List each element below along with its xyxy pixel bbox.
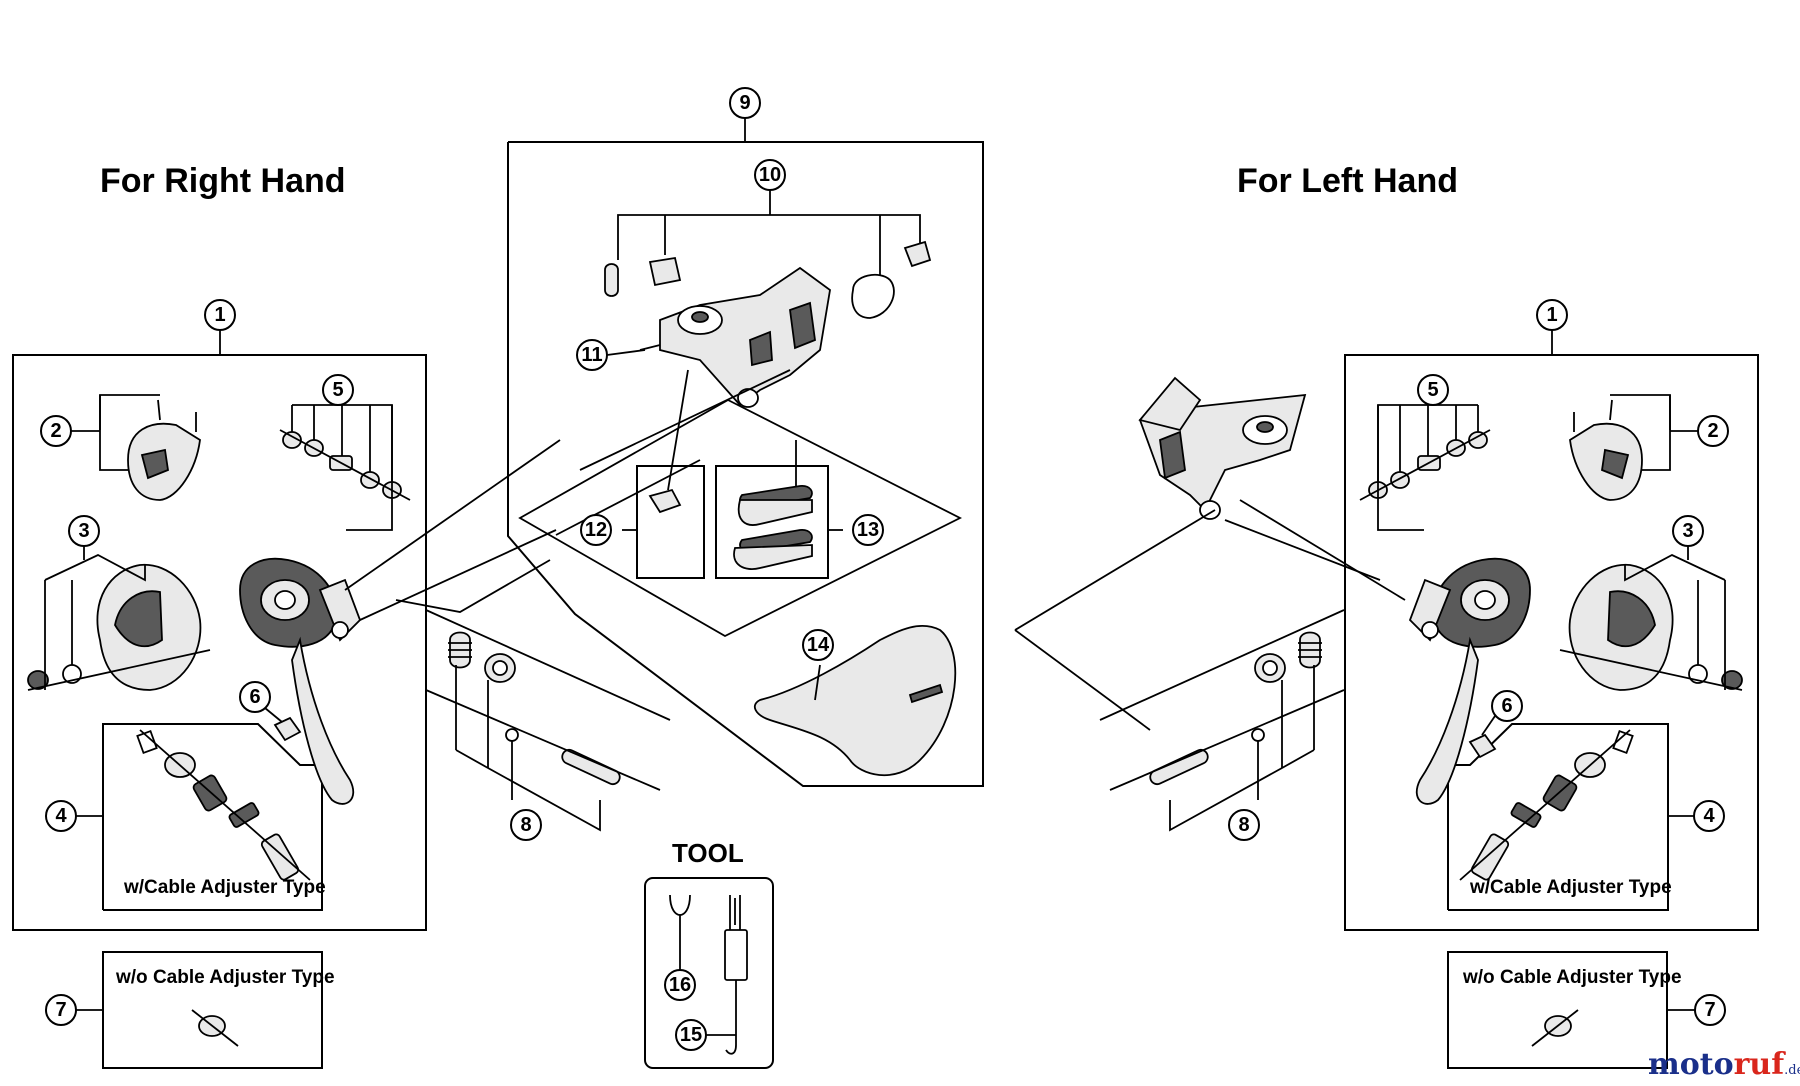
tool-group [644,877,774,1069]
callout-r6: 6 [239,681,283,723]
svg-text:7: 7 [1704,999,1715,1021]
svg-text:13: 13 [857,519,879,541]
spring-pin-parts-left [1099,609,1345,832]
right-hand-assembly-box [12,354,427,931]
spring-pin-parts-right [425,609,671,832]
svg-text:1: 1 [214,304,225,326]
pivot-hardware-left [1359,404,1491,531]
watermark-logo: motoruf.de [1648,1047,1800,1082]
callout-r5: 5 [322,374,354,406]
callout-c14: 14 [802,629,834,661]
lever-pads [733,440,813,570]
svg-text:6: 6 [1501,695,1512,717]
callout-l6: 6 [1481,690,1523,736]
svg-text:1: 1 [1546,304,1557,326]
svg-text:5: 5 [1427,379,1438,401]
svg-text:6: 6 [249,686,260,708]
callout-r4: 4 [45,800,103,832]
bracket-cover-left [1569,394,1671,501]
svg-text:8: 8 [520,814,531,836]
callout-l4: 4 [1668,800,1725,832]
callout-c9: 9 [729,87,761,119]
watermark-suffix: .de [1784,1063,1800,1078]
lever-bracket-left [1014,376,1406,731]
callout-c13: 13 [852,514,884,546]
callout-l7: 7 [1668,994,1726,1026]
lever-body-right [27,553,211,691]
svg-text:5: 5 [332,379,343,401]
no-adjuster-label-right: w/o Cable Adjuster Type [115,967,335,988]
lever-bracket [604,240,932,408]
barrel-cap-right [191,1009,239,1047]
callout-c16: 16 [664,955,696,1001]
callout-l8: 8 [1228,809,1260,841]
callout-l1: 1 [1536,299,1568,331]
left-hand-title: For Left Hand [1237,162,1458,200]
callout-r8: 8 [510,809,542,841]
svg-text:9: 9 [739,92,750,114]
spring-hook-tool [705,895,748,1055]
left-hand-assembly: w/Cable Adjuster Type w/o Cable Adjuster… [1014,330,1759,1069]
no-adjuster-box-left [1447,951,1668,1069]
cable-adjuster-box-right [102,723,323,911]
svg-text:10: 10 [759,164,781,186]
watermark-part-b: ruf [1734,1047,1787,1082]
svg-text:2: 2 [50,420,61,442]
callouts: 1 2 3 4 5 6 7 8 9 10 11 12 13 14 15 16 1… [40,87,1729,1051]
barrel-cap-left [1531,1009,1579,1047]
callout-l2: 2 [1670,415,1729,447]
bracket-plane [518,398,962,638]
cable-adjuster-label-left: w/Cable Adjuster Type [1469,877,1672,898]
callout-r1: 1 [204,299,236,331]
svg-text:8: 8 [1238,814,1249,836]
callout-c10: 10 [754,159,786,191]
callout-c12: 12 [580,514,612,546]
lever-body-left [1559,553,1743,691]
bracket-box [507,141,984,787]
tool-box [644,877,774,1069]
svg-text:4: 4 [1703,805,1715,827]
shift-mechanism-left [1408,557,1531,805]
callout-r2: 2 [40,415,100,447]
callout-c11: 11 [576,339,646,371]
no-adjuster-label-left: w/o Cable Adjuster Type [1462,967,1682,988]
callout-l3: 3 [1672,515,1704,560]
fork-tool [669,894,691,955]
callout-c15: 15 [675,1019,707,1051]
watermark-part-a: moto [1648,1047,1734,1082]
svg-text:3: 3 [1682,520,1693,542]
right-hand-title: For Right Hand [100,162,346,200]
cable-adjuster-parts-right [136,729,311,881]
svg-text:12: 12 [585,519,607,541]
bracket-hood [753,625,957,777]
svg-text:3: 3 [78,520,89,542]
small-block-right [273,716,302,742]
svg-text:4: 4 [55,805,67,827]
svg-text:11: 11 [581,344,602,366]
shift-mechanism-right [239,557,362,805]
left-hand-assembly-box [1344,354,1759,931]
bracket-cover-right [99,394,201,501]
tool-title: TOOL [672,838,744,868]
clamp-nut [648,488,682,514]
svg-text:7: 7 [55,999,66,1021]
small-block-left [1468,733,1497,759]
part-12-box [636,465,705,579]
pivot-hardware-right [279,404,411,531]
callout-r7: 7 [45,994,103,1026]
callout-l5: 5 [1417,374,1449,406]
cable-adjuster-label-right: w/Cable Adjuster Type [123,877,326,898]
callout-r3: 3 [68,515,100,560]
svg-text:15: 15 [680,1024,702,1046]
svg-text:2: 2 [1707,420,1718,442]
svg-text:16: 16 [669,974,691,996]
part-13-box [715,465,829,579]
center-bracket-assembly [507,118,984,787]
svg-text:14: 14 [807,634,830,656]
right-hand-assembly: w/Cable Adjuster Type w/o Cable Adjuster… [12,330,671,1069]
cable-adjuster-parts-left [1459,729,1634,881]
